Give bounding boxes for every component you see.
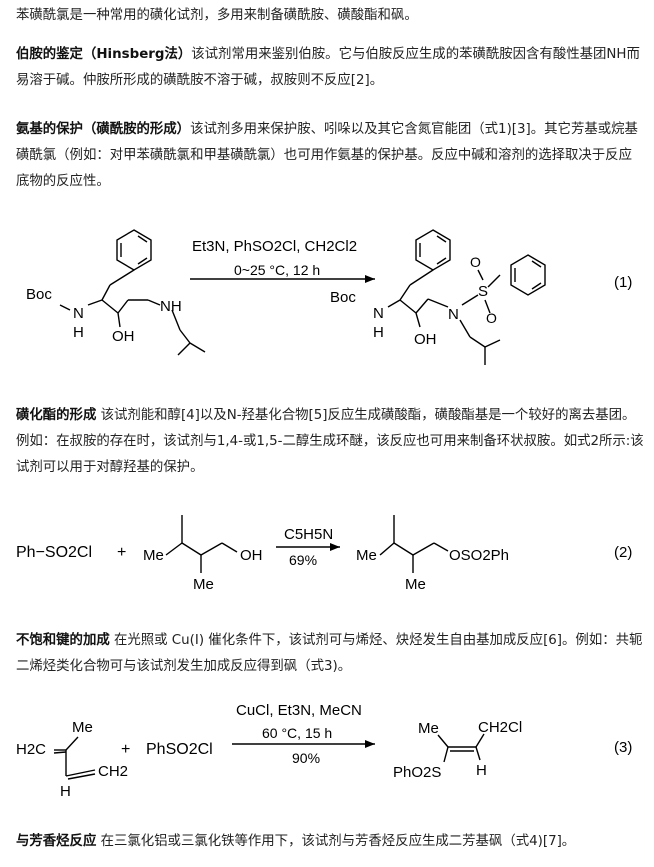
- section-title: 磺化酯的形成: [16, 408, 97, 423]
- me-label: Me: [143, 547, 164, 564]
- boc-label: Boc: [26, 286, 52, 303]
- section-title: 氨基的保护（磺酰胺的形成）: [16, 122, 191, 137]
- me-label: Me: [356, 547, 377, 564]
- plus-sign: +: [117, 544, 126, 561]
- reaction-scheme-1: Boc N H OH NH Et3N, PhSO2Cl, CH2Cl2 0~25…: [26, 229, 632, 365]
- product-group: OSO2Ph: [449, 547, 509, 564]
- reagent: PhSO2Cl: [146, 741, 213, 758]
- section-title: 伯胺的鉴定（Hinsberg法）: [16, 47, 192, 62]
- n-label: N: [73, 305, 84, 322]
- n-label: N: [448, 306, 459, 323]
- me-label: Me: [72, 719, 93, 736]
- me-label: Me: [418, 720, 439, 737]
- section-unsaturated-addition: 不饱和键的加成 在光照或 Cu(I) 催化条件下，该试剂可与烯烃、炔烃发生自由基…: [16, 628, 644, 680]
- oh-label: OH: [240, 547, 263, 564]
- oh-label: OH: [112, 328, 135, 345]
- o-label: O: [486, 310, 497, 326]
- reaction-scheme-2: Ph−SO2Cl + Me Me OH C5H5N 69% Me Me OSO2…: [16, 515, 632, 593]
- section-amine-protection: 氨基的保护（磺酰胺的形成）该试剂多用来保护胺、吲哚以及其它含氮官能团（式1)[3…: [16, 117, 644, 195]
- condition-bottom: 90%: [292, 750, 320, 766]
- phso2-label: PhO2S: [393, 764, 441, 781]
- nh-label: NH: [160, 298, 182, 315]
- s-label: S: [478, 283, 488, 300]
- boc-label: Boc: [330, 289, 356, 306]
- ch2cl-label: CH2Cl: [478, 719, 522, 736]
- o-label: O: [470, 254, 481, 270]
- me-label: Me: [405, 576, 426, 593]
- condition-bottom: 0~25 °C, 12 h: [234, 262, 320, 278]
- reaction-scheme-3: Me H2C CH2 H + PhSO2Cl CuCl, Et3N, MeCN …: [16, 702, 632, 800]
- intro-paragraph: 苯磺酰氯是一种常用的磺化试剂，多用来制备磺酰胺、磺酸酯和砜。: [16, 3, 644, 29]
- h-label: H: [476, 762, 487, 779]
- h-label: H: [373, 324, 384, 341]
- section-body: 该试剂常用来鉴别伯胺。它与伯胺反应生成的苯磺酰胺因含有酸性基团NH而易溶于碱。仲…: [16, 47, 640, 88]
- condition-bottom: 69%: [289, 552, 317, 568]
- condition-top: C5H5N: [284, 526, 333, 543]
- section-sulfonate: 磺化酯的形成 该试剂能和醇[4]以及N-羟基化合物[5]反应生成磺酸酯，磺酸酯基…: [16, 403, 644, 481]
- section-title: 与芳香烃反应: [16, 834, 97, 849]
- n-label: N: [373, 305, 384, 322]
- section-body: 在三氯化铝或三氯化铁等作用下，该试剂与芳香烃反应生成二芳基砜（式4)[7]。: [96, 834, 576, 849]
- h2c-label: H2C: [16, 741, 46, 758]
- reagent: Ph−SO2Cl: [16, 544, 92, 561]
- ch2-label: CH2: [98, 763, 128, 780]
- section-aromatic: 与芳香烃反应 在三氯化铝或三氯化铁等作用下，该试剂与芳香烃反应生成二芳基砜（式4…: [16, 829, 644, 855]
- section-body: 该试剂多用来保护胺、吲哚以及其它含氮官能团（式1)[3]。其它芳基或烷基磺酰氯（…: [16, 122, 638, 189]
- section-body: 该试剂能和醇[4]以及N-羟基化合物[5]反应生成磺酸酯，磺酸酯基是一个较好的离…: [16, 408, 644, 475]
- benzene-ring: [415, 229, 451, 271]
- benzene-ring: [510, 254, 546, 296]
- condition-top: CuCl, Et3N, MeCN: [236, 702, 362, 719]
- condition-top: Et3N, PhSO2Cl, CH2Cl2: [192, 238, 357, 255]
- h-label: H: [73, 324, 84, 341]
- h-label: H: [60, 783, 71, 800]
- benzene-ring: [116, 229, 152, 271]
- plus-sign: +: [121, 741, 130, 758]
- oh-label: OH: [414, 331, 437, 348]
- equation-number: (3): [614, 739, 632, 756]
- condition-middle: 60 °C, 15 h: [262, 725, 332, 741]
- me-label: Me: [193, 576, 214, 593]
- equation-number: (2): [614, 544, 632, 561]
- section-body: 在光照或 Cu(I) 催化条件下，该试剂可与烯烃、炔烃发生自由基加成反应[6]。…: [16, 633, 643, 674]
- section-hinsberg: 伯胺的鉴定（Hinsberg法）该试剂常用来鉴别伯胺。它与伯胺反应生成的苯磺酰胺…: [16, 42, 644, 94]
- equation-number: (1): [614, 274, 632, 291]
- intro-text: 苯磺酰氯是一种常用的磺化试剂，多用来制备磺酰胺、磺酸酯和砜。: [16, 8, 418, 23]
- section-title: 不饱和键的加成: [16, 633, 110, 648]
